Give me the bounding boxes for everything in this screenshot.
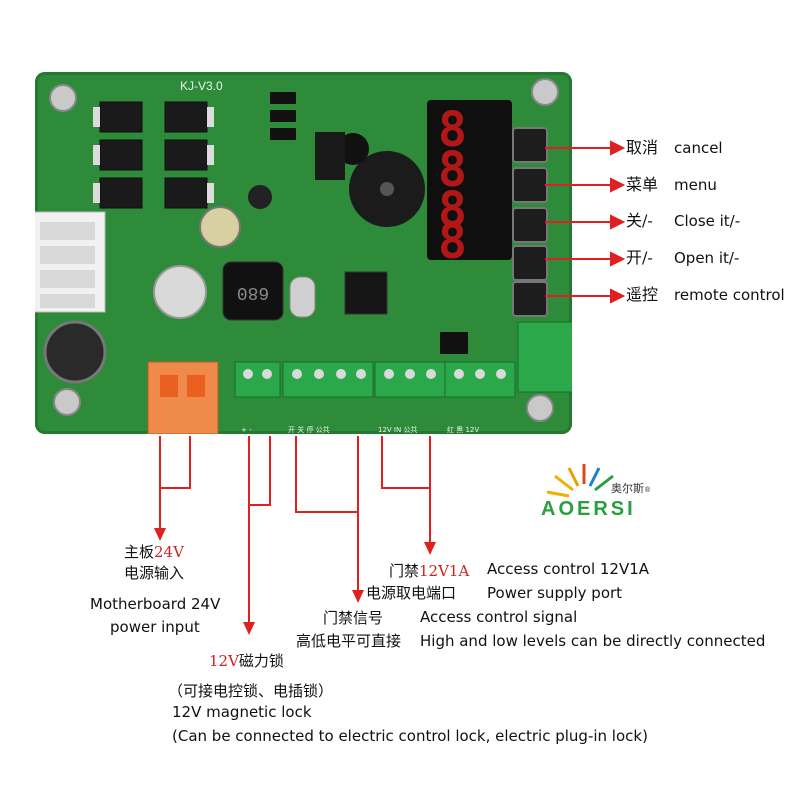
signal-callout-en-line2: High and low levels can be directly conn…: [420, 632, 766, 650]
mounting-hole: [49, 78, 559, 422]
button-label-open-cn: 开/-: [626, 248, 653, 267]
logo-wordmark: AOERSI: [541, 498, 636, 520]
button-label-menu-en: menu: [674, 176, 717, 194]
logo-cn: 奥尔斯®: [611, 482, 651, 495]
pcb-board: KJ-V3.0 680: [29, 72, 577, 435]
terminal-mark-port: 12V IN 公共: [378, 425, 417, 434]
svg-text:8: 8: [438, 182, 467, 238]
terminal-mark-power: + -: [241, 426, 252, 434]
button-label-menu-cn: 菜单: [626, 175, 659, 194]
button-label-cancel-cn: 取消: [626, 138, 659, 157]
svg-text:8: 8: [438, 142, 467, 198]
button-label-cancel-en: cancel: [674, 139, 723, 157]
maglock-callout-en-line1: 12V magnetic lock: [172, 703, 312, 721]
motherboard-callout-en-line2: power input: [110, 618, 200, 636]
button-label-remote-en: remote control: [674, 286, 785, 304]
motherboard-callout-cn-line1: 主板24V: [124, 543, 184, 561]
pcb-drawing: KJ-V3.0 680: [29, 78, 577, 435]
button-label-remote-cn: 遥控: [626, 285, 659, 304]
button-label-close-en: Close it/-: [674, 212, 741, 230]
signal-callout-cn-line1: 门禁信号: [323, 609, 384, 627]
access-power-callout-cn-line1: 门禁12V1A: [389, 562, 470, 580]
logo-sun-icon: [546, 464, 614, 498]
board-model-label: KJ-V3.0: [180, 79, 223, 93]
button-arrows: [545, 140, 625, 304]
motherboard-callout-cn-line2: 电源输入: [124, 564, 185, 582]
svg-text:8: 8: [438, 102, 467, 158]
access-power-callout-cn-line2: 电源取电端口: [366, 584, 457, 602]
access-power-callout-en-line2: Power supply port: [487, 584, 623, 602]
signal-callout-cn-line2: 高低电平可直接: [296, 632, 402, 650]
maglock-callout-en-line2: (Can be connected to electric control lo…: [172, 727, 648, 745]
signal-callout-en-line1: Access control signal: [420, 608, 578, 626]
aoersi-logo: 奥尔斯® AOERSI: [533, 462, 658, 522]
terminal-mark-remote: 红 黑 12V: [447, 425, 479, 434]
maglock-callout-cn-line2: （可接电控锁、电插锁）: [168, 682, 334, 700]
maglock-callout-cn-line1: 12V磁力锁: [209, 652, 284, 670]
motherboard-callout-en-line1: Motherboard 24V: [90, 595, 221, 613]
svg-text:8: 8: [438, 214, 467, 260]
button-label-close-cn: 关/-: [626, 211, 653, 230]
inductor-marking: 680: [237, 282, 269, 302]
button-label-open-en: Open it/-: [674, 249, 740, 267]
terminal-mark-signal: 开 关 停 公共: [288, 425, 330, 434]
access-power-callout-en-line1: Access control 12V1A: [487, 560, 650, 578]
